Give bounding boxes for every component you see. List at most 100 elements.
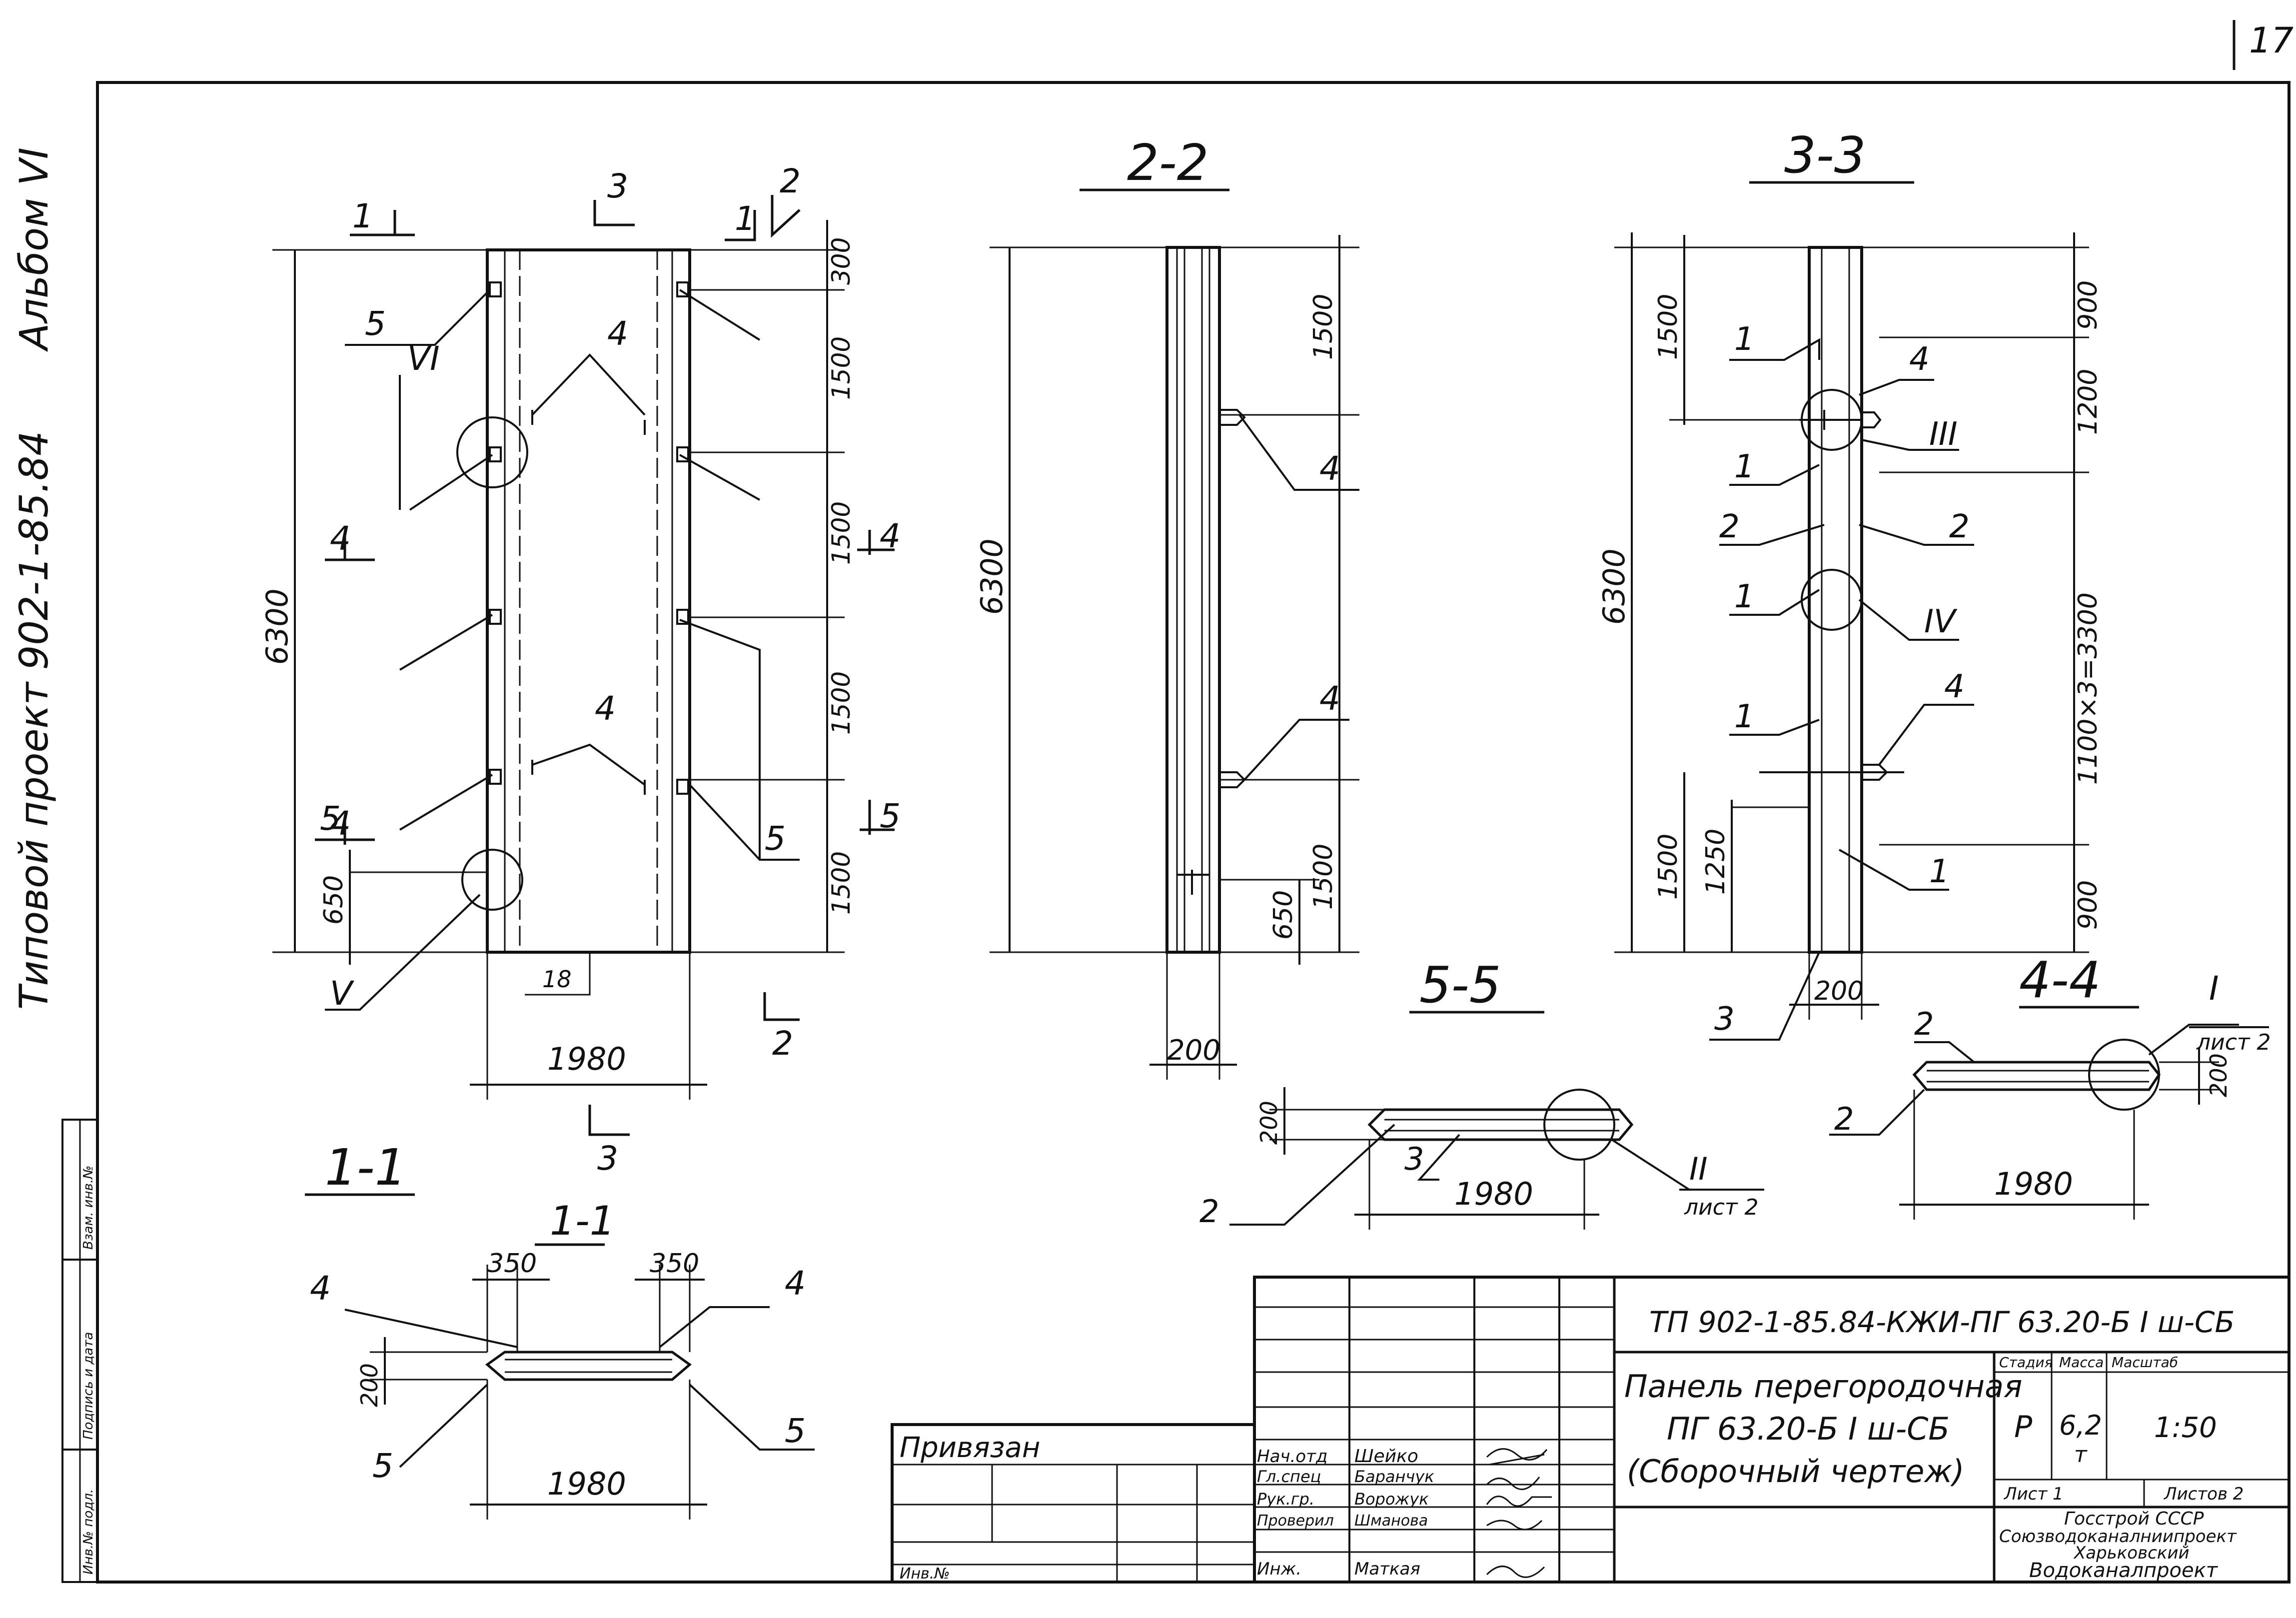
callout: 1: [1734, 448, 1755, 485]
callout: 1: [1929, 853, 1950, 890]
section-1-1: 1-1 1-1 350 350 200 1980 4 4 5 5: [305, 1138, 815, 1520]
callout: 5: [765, 819, 786, 858]
cut-mark-label: 4: [330, 519, 351, 558]
detail-mark: III: [1929, 416, 1958, 453]
callout: 4: [785, 1264, 806, 1303]
project-annotation: Типовой проект 902-1-85.84: [12, 431, 57, 1010]
dim-right: 350: [650, 1249, 699, 1279]
mass-value: 6,2: [2059, 1410, 2102, 1441]
callout: 4: [595, 689, 616, 728]
stamp-inv-podl: Инв.№ подл.: [81, 1489, 96, 1575]
callout: 4: [330, 804, 351, 843]
section-title: 3-3: [1784, 126, 1866, 184]
cut-mark-label: 4: [880, 517, 901, 555]
cut-mark-label: 3: [607, 167, 628, 205]
mass-label: Масса: [2059, 1354, 2104, 1371]
title-block: ТП 902-1-85.84-КЖИ-ПГ 63.20-Б I ш-СБ Пан…: [891, 1276, 2291, 1584]
callout: 4: [1319, 679, 1340, 718]
dim-right-top: 900: [2073, 280, 2103, 330]
dim-width: 1980: [1454, 1176, 1533, 1212]
callout: 4: [1909, 341, 1930, 378]
side-stamp: Взам. инв.№ Подпись и дата Инв.№ подл.: [61, 1119, 98, 1583]
dim-bottom: 1500: [1653, 834, 1683, 900]
signature: [1486, 1448, 1548, 1466]
stage-label: Стадия: [1999, 1354, 2053, 1371]
section-5-5: 5-5 200 1980 3 2 II лист 2: [1199, 956, 1764, 1230]
callout: 4: [310, 1269, 331, 1308]
cut-mark-label: 5: [320, 799, 341, 838]
title-name-line3: (Сборочный чертеж): [1627, 1453, 1965, 1490]
dim-bottom-a: 650: [1268, 890, 1298, 940]
callout: 2: [1834, 1101, 1854, 1137]
signature: [1486, 1566, 1545, 1578]
cut-mark-label: 2: [772, 1024, 793, 1063]
dim-height: 200: [356, 1363, 383, 1407]
callout: 2: [1719, 508, 1740, 545]
section-title-small: 1-1: [550, 1198, 615, 1244]
dim-total-height: 6300: [1597, 548, 1632, 625]
dim-width: 1980: [547, 1041, 626, 1077]
detail-mark: VI: [407, 339, 440, 378]
document-code: ТП 902-1-85.84-КЖИ-ПГ 63.20-Б I ш-СБ: [1649, 1305, 2235, 1339]
bound-label: Привязан: [900, 1432, 1040, 1464]
sheet-number: Лист 1: [2003, 1484, 2064, 1504]
dim-bottom: 650: [319, 875, 349, 925]
role-label: Гл.спец: [1257, 1467, 1321, 1486]
callout: 3: [1404, 1141, 1424, 1177]
title-name-line1: Панель перегородочная: [1624, 1368, 2022, 1405]
dim-top: 1500: [1308, 294, 1338, 360]
callout: 4: [607, 314, 628, 353]
dim-right-middle: 1100×3=3300: [2073, 592, 2103, 785]
callout: 1: [1734, 698, 1755, 735]
dim-height: 200: [2205, 1053, 2232, 1097]
scale-value: 1:50: [2154, 1412, 2217, 1444]
callout: 4: [1944, 668, 1965, 705]
signature: [1486, 1496, 1552, 1507]
dim-top: 1500: [1653, 294, 1683, 360]
role-label: Инж.: [1257, 1559, 1301, 1579]
thickness-label: 18: [542, 966, 572, 993]
elevation-labels: 1 3 2 1 4 4 5 5 2 3 6300 650 300 1500 15…: [260, 162, 901, 1178]
role-name: Маткая: [1354, 1559, 1420, 1579]
callout: 4: [1319, 449, 1340, 488]
page-number: 17: [2249, 20, 2294, 61]
section-title: 4-4: [2019, 951, 2101, 1009]
dim-total-height: 6300: [975, 538, 1010, 615]
role-name: Баранчук: [1354, 1467, 1434, 1486]
sheet-frame: [96, 81, 2291, 1584]
section-4-4: 4-4 200 1980 2 2 I лист 2: [1829, 951, 2271, 1220]
cut-mark-label: 3: [597, 1139, 618, 1178]
stamp-inv-no: Взам. инв.№: [81, 1166, 96, 1250]
callout: 2: [1949, 508, 1970, 545]
dim-right-bottom: 900: [2073, 880, 2103, 930]
mass-unit: т: [2074, 1442, 2088, 1468]
dim-height: 200: [1255, 1101, 1282, 1145]
detail-mark: II: [1689, 1151, 1708, 1187]
section-title: 5-5: [1419, 956, 1501, 1014]
section-title: 2-2: [1127, 133, 1208, 192]
role-name: Шманова: [1354, 1512, 1428, 1530]
dim-thickness: 200: [1814, 976, 1864, 1006]
callout: 5: [372, 1447, 393, 1485]
cut-mark-label: 1: [352, 197, 373, 235]
section-title: 1-1: [325, 1138, 406, 1197]
dim-right: 300: [827, 237, 856, 285]
detail-mark: I: [2209, 969, 2219, 1008]
dim-width: 1980: [547, 1466, 626, 1502]
inv-label: Инв.№: [900, 1565, 950, 1583]
role-label: Проверил: [1257, 1512, 1334, 1530]
detail-sheet: лист 2: [2196, 1030, 2271, 1055]
dim-bottom-b: 1500: [1308, 844, 1338, 910]
section-2-2: 2-2 6300 1500 650 1500 200 4 4: [975, 133, 1359, 1080]
org-line3: Харьковский: [2073, 1543, 2190, 1563]
section-3-3: 3-3 6300 1500 1500 1250 900 1200 1100×3=…: [1597, 126, 2103, 1041]
org-line2: Союзводоканалниипроект: [1999, 1527, 2237, 1547]
dim-width: 1980: [1994, 1166, 2073, 1202]
title-name-line2: ПГ 63.20-Б I ш-СБ: [1667, 1411, 1950, 1447]
dim-thickness: 200: [1167, 1034, 1220, 1067]
detail-sheet: лист 2: [1684, 1195, 1759, 1220]
signature: [1486, 1520, 1543, 1531]
signature: [1486, 1477, 1540, 1490]
dim-left: 350: [487, 1249, 537, 1279]
sheet-total: Листов 2: [2163, 1484, 2244, 1504]
